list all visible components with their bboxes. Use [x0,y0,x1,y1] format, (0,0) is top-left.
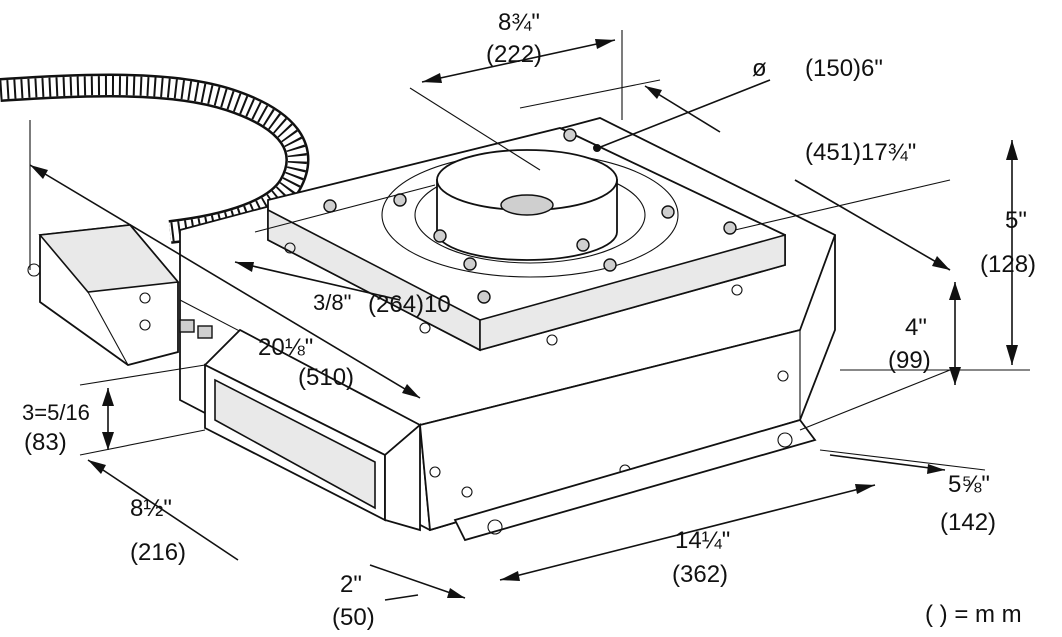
dim-222-in: 8¾" [498,9,540,36]
dimension-arrow-icon [29,30,1030,601]
dim-83-mm: (83) [24,429,67,456]
dim-362-mm: (362) [672,561,728,588]
dim-510-mm: (510) [298,364,354,391]
dim-510-in: 20⅛" [258,334,313,361]
dim-362-in: 14¼" [675,527,730,554]
dim-264: (264)10 [368,291,451,318]
rectangular-duct-icon [203,328,422,532]
mounting-bolt-icon [284,128,789,478]
dim-142-mm: (142) [940,509,996,536]
dim-150-diameter: (150)6" [805,55,883,82]
dim-128-mm: (128) [980,251,1036,278]
dim-99-mm: (99) [888,347,931,374]
dim-264-frac: 3/8" [313,290,351,315]
dim-128-in: 5" [1005,207,1027,234]
dim-50-mm: (50) [332,604,375,631]
dim-451: (451)17¾" [805,139,916,166]
dim-99-in: 4" [905,314,927,341]
dim-222-mm: (222) [486,41,542,68]
blower-housing [179,117,837,542]
dim-50-in: 2" [340,571,362,598]
dim-216-in: 8½" [130,495,172,522]
dim-216-mm: (216) [130,539,186,566]
units-note: ( ) = m m [925,601,1022,628]
dim-83-in: 3=5/16 [22,400,90,425]
dim-142-in: 5⅝" [948,471,990,498]
junction-box-icon [27,224,213,366]
diameter-symbol: ø [752,55,767,82]
